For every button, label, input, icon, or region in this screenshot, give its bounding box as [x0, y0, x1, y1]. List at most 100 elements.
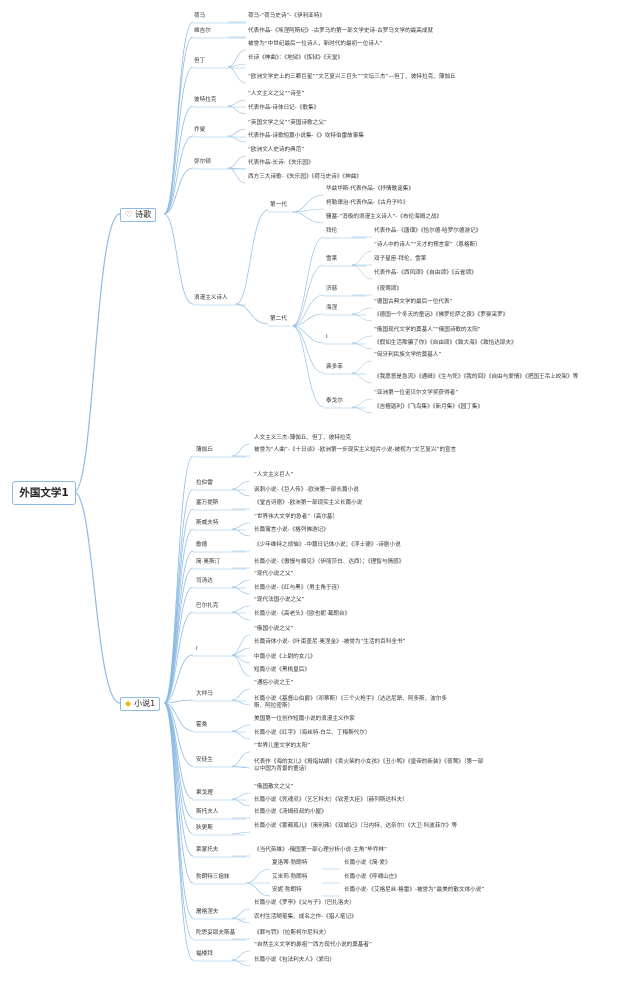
poet-node[interactable]: 济慈	[326, 286, 338, 292]
note-node[interactable]: “欧洲文人史诗的典范”	[248, 147, 305, 153]
note-node[interactable]: 长篇小说《包法利夫人》（爱玛）	[254, 957, 336, 963]
note-node[interactable]: 长篇小说《死魂灵》（乞乞科夫）《钦差大臣》（赫列斯达科夫）	[254, 797, 408, 803]
note-node[interactable]: 长篇小说-《红与黑》（男主角于连）	[254, 585, 343, 591]
poet-node[interactable]: 泰戈尔	[326, 398, 343, 404]
poet-note[interactable]: “德国古典文学的最后一位代表”	[374, 299, 453, 305]
group-node[interactable]: 第二代	[270, 316, 287, 322]
note-node[interactable]: 长篇诗体小说-《叶甫盖尼·奥涅金》-被誉为“生活的百科全书”	[254, 639, 406, 645]
author-node[interactable]: 薄伽丘	[196, 447, 213, 453]
poet-node[interactable]: I	[326, 334, 328, 340]
note-node[interactable]: 《少年维特之烦恼》-中篇日记体小说；《浮士德》-诗剧小说	[254, 542, 401, 548]
sister-node[interactable]: 艾米莉·勃朗特	[272, 874, 308, 880]
note-node[interactable]: 中篇小说《上尉的女儿》	[254, 654, 316, 660]
sister-node[interactable]: 夏洛蒂·勃朗特	[272, 860, 308, 866]
author-node[interactable]: 弥尔顿	[194, 159, 211, 165]
poet-node[interactable]: 雪莱	[326, 256, 338, 262]
category-novel[interactable]: ◆小说1	[120, 697, 161, 711]
note-node[interactable]: 长篇小说《雾都孤儿》（奥利弗）《双城记》（马内特、达奈尔）《大卫·科波菲尔》等	[254, 823, 458, 829]
author-node[interactable]: 荷马	[194, 13, 206, 19]
note-node[interactable]: “世界儿童文学的太阳”	[254, 743, 311, 749]
note-node[interactable]: 长篇小说《基督山伯爵》（邓蒂斯）《三个火枪手》（达达尼昂、阿多斯、波尔多斯、阿拉…	[254, 696, 447, 709]
sister-work[interactable]: 长篇小说《简·爱》	[344, 860, 391, 866]
note-node[interactable]: 人文主义三杰-薄伽丘、但丁、彼特拉克	[254, 435, 352, 441]
poet-note[interactable]: 代表作品-《唐璜》《恰尔德·哈罗尔德游记》	[374, 228, 482, 234]
author-node[interactable]: 司汤达	[196, 578, 213, 584]
note-node[interactable]: 代表作品-长诗-《失乐园》	[248, 160, 314, 166]
author-node[interactable]: 但丁	[194, 58, 206, 64]
author-node[interactable]: 安徒生	[196, 757, 213, 763]
group-node[interactable]: 第一代	[270, 202, 287, 208]
note-node[interactable]: 讽刺小说-《巨人传》-欧洲第一部长篇小说	[254, 487, 359, 493]
poet-note[interactable]: “匈牙利民族文学的奠基人”	[374, 352, 442, 358]
poet-note[interactable]: 双子星座-拜伦、雪莱	[374, 256, 427, 262]
author-node[interactable]: 福楼拜	[196, 951, 213, 957]
note-node[interactable]: 长篇小说-《高老头》《欧也妮·葛朗台》	[254, 611, 351, 617]
note-node[interactable]: 被誉为“中世纪最后一位诗人，新时代的最初一位诗人”	[248, 41, 383, 47]
note-node[interactable]: 长篇寓言小说-《格列佛游记》	[254, 527, 329, 533]
note-node[interactable]: 《罪与罚》（拉斯柯尔尼科夫）	[254, 930, 330, 936]
note-node[interactable]: 代表作品-诗体日记-《歌集》	[248, 105, 320, 111]
poet-node[interactable]: 华兹华斯-代表作品-《抒情歌谣集》	[326, 186, 414, 192]
note-node[interactable]: 代表作品-诗歌短篇小说集-《》坎特伯雷故事集	[248, 133, 364, 139]
author-node[interactable]: 乔叟	[194, 127, 206, 133]
poet-note[interactable]: “亚洲第一位诺贝尔文学奖获得者”	[374, 390, 459, 396]
sister-work[interactable]: 长篇小说-《艾格尼丝·格雷》-被誉为“最美的散文体小说”	[344, 887, 485, 893]
poet-note[interactable]: 《我愿意是急流》《通缉》《生与死》《我的回》《自由与爱情》《把国王吊上绞架》等	[374, 374, 579, 380]
note-node[interactable]: “现代法国小说之父”	[254, 597, 305, 603]
author-node[interactable]: 狄更斯	[196, 825, 213, 831]
poet-node[interactable]: 海涅	[326, 305, 338, 311]
note-node[interactable]: 西方三大诗歌-《失乐园》《荷马史诗》《神曲》	[248, 174, 362, 180]
poet-node[interactable]: 拜伦	[326, 228, 338, 234]
author-node[interactable]: 屠格涅夫	[196, 909, 219, 915]
author-node[interactable]: 陀思妥耶夫斯基	[196, 930, 236, 936]
author-node[interactable]: 霍桑	[196, 722, 208, 728]
note-node[interactable]: 短篇小说《黑桃皇后》	[254, 667, 310, 673]
note-node[interactable]: “人文主义巨人”	[254, 472, 294, 478]
author-node[interactable]: 维吉尔	[194, 28, 211, 34]
sister-node[interactable]: 安妮·勃朗特	[272, 887, 302, 893]
note-node[interactable]: 长篇小说《罗亭》《父与子》（巴扎洛夫）	[254, 900, 355, 906]
author-node[interactable]: 果戈理	[196, 790, 213, 796]
note-node[interactable]: 《当代英雄》-俄国第一部心理分析小说-主角“毕乔林”	[254, 847, 387, 853]
author-node[interactable]: 彼特拉克	[194, 97, 217, 103]
poet-node[interactable]: 柯勒律治-代表作品-《古舟子吟》	[326, 200, 409, 206]
category-poetry[interactable]: ♡诗歌	[120, 208, 157, 222]
note-node[interactable]: “俄国小说之父”	[254, 626, 294, 632]
author-node[interactable]: I	[196, 646, 198, 652]
author-node[interactable]: 简·奥斯汀	[196, 559, 221, 565]
note-node[interactable]: 长篇小说《汤姆叔叔的小屋》	[254, 809, 327, 815]
note-node[interactable]: “自然主义文学的鼻祖”“西方现代小说的奠基者”	[254, 942, 372, 948]
note-node[interactable]: “世界伟大文学的急者”（高尔基）	[254, 514, 339, 520]
note-node[interactable]: 长篇小说《红字》（海丝特·白兰、丁梅斯代尔）	[254, 730, 371, 736]
note-node[interactable]: “现代小说之父”	[254, 571, 294, 577]
author-node[interactable]: 斯威夫特	[196, 520, 219, 526]
note-node[interactable]: “人文主义之父”“诗圣”	[248, 91, 305, 97]
author-node[interactable]: 歌德	[196, 542, 208, 548]
poet-note[interactable]: 《夜莺颂》	[374, 286, 402, 292]
author-node[interactable]: 莱蒙托夫	[196, 847, 219, 853]
poet-note[interactable]: “俄国现代文学的奠基人”“俄国诗歌的太阳”	[374, 327, 481, 333]
note-node[interactable]: “俄国散文之父”	[254, 784, 294, 790]
note-node[interactable]: 《堂吉诃德》-欧洲第一部现实主义长篇小说	[254, 500, 363, 506]
note-node[interactable]: 长诗《神曲》：《地狱》《炼狱》《天堂》	[248, 55, 344, 61]
note-node[interactable]: 美国第一位创作短篇小说的浪漫主义作家	[254, 716, 355, 722]
note-node[interactable]: “欧洲文学史上的三颗巨星”“文艺复兴三巨头”“文坛三杰”—但丁、彼特拉克、薄伽丘	[248, 74, 456, 80]
author-node[interactable]: 斯托夫人	[196, 809, 219, 815]
author-node[interactable]: 浪漫主义诗人	[194, 295, 228, 301]
author-node[interactable]: 大仲马	[196, 691, 213, 697]
poet-note[interactable]: “诗人中的诗人”“天才的预言家”（恩格斯）	[374, 242, 481, 248]
author-node[interactable]: 塞万提斯	[196, 500, 219, 506]
note-node[interactable]: 农村生活随笔集、成名之作-《猎人笔记》	[254, 914, 357, 920]
poet-note[interactable]: 《假如生活欺骗了你》《自由颂》《致大海》《致恰达耶夫》	[374, 340, 517, 346]
note-node[interactable]: 长篇小说-《傲慢与偏见》（伊丽莎白、达西）；《理智与情感》	[254, 559, 405, 565]
note-node[interactable]: 被誉为“人曲”-《十日谈》-欧洲第一步现实主义短片小说-被视为“文艺复兴”的宣言	[254, 447, 457, 453]
note-node[interactable]: 荷马-“荷马史诗”-《伊利亚特》	[248, 13, 325, 19]
author-node[interactable]: 巴尔扎克	[196, 603, 219, 609]
sister-work[interactable]: 长篇小说《呼啸山庄》	[344, 874, 400, 880]
poet-node[interactable]: 裴多菲	[326, 364, 343, 370]
note-node[interactable]: 代表作品-《埃涅阿斯纪》-古罗马的第一部文学史诗-古罗马文学的最高成就	[248, 28, 434, 34]
poet-note[interactable]: 代表作品-《西风颂》《自由颂》《云雀颂》	[374, 270, 477, 276]
note-node[interactable]: 代表作《海的女儿》《拇指姑娘》《卖火柴的小女孩》《丑小鸭》《皇帝的新装》《夜莺》…	[254, 759, 484, 772]
poet-note[interactable]: 《吉檀迦利》《飞鸟集》《新月集》《园丁集》	[374, 404, 484, 410]
author-node[interactable]: 拉伯雷	[196, 480, 213, 486]
